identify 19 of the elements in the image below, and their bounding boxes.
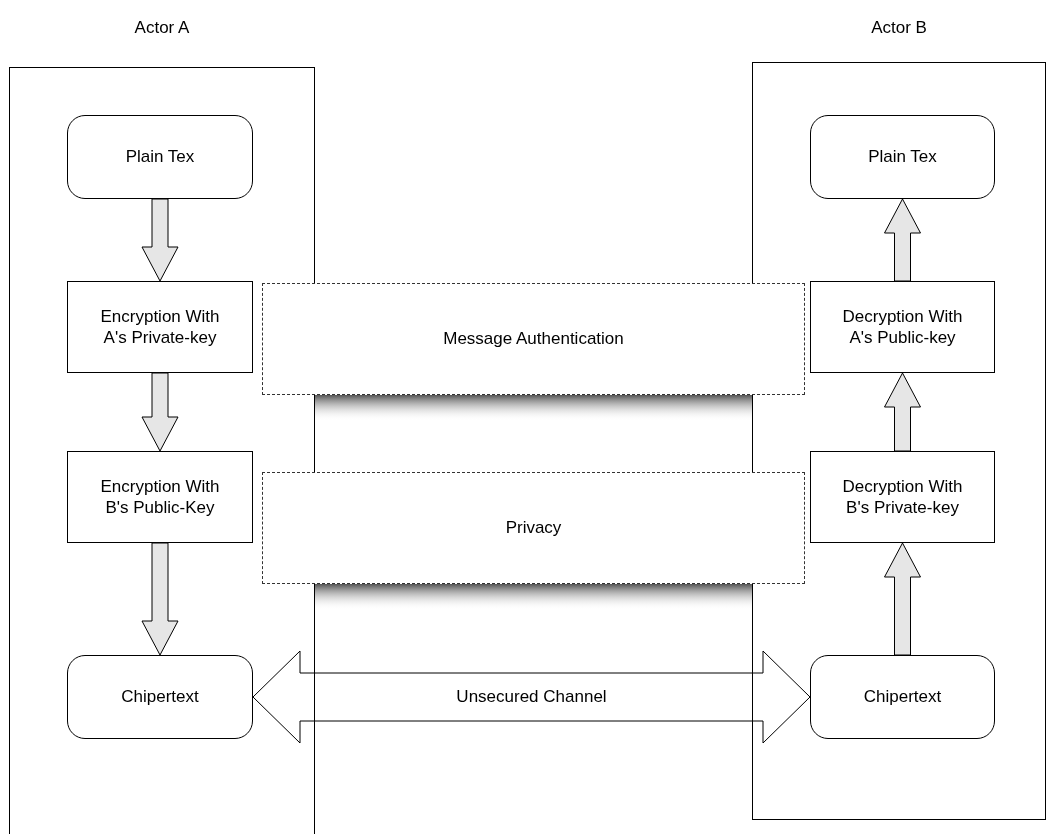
rounded-box: Plain Tex: [810, 115, 995, 199]
block-arrow: [884, 198, 921, 282]
block-arrow: [141, 542, 179, 656]
rounded-box: Chipertext: [67, 655, 253, 739]
rounded-box: Plain Tex: [67, 115, 253, 199]
process-box: Decryption With B's Private-key: [810, 451, 995, 543]
process-box: Encryption With B's Public-Key: [67, 451, 253, 543]
dashed-band: Privacy: [262, 472, 805, 584]
process-box: Encryption With A's Private-key: [67, 281, 253, 373]
block-arrow: [141, 372, 179, 452]
block-arrow: [884, 372, 921, 452]
block-arrow: [141, 198, 179, 282]
process-box: Decryption With A's Public-key: [810, 281, 995, 373]
lane-heading: Actor B: [871, 18, 927, 38]
double-arrow: [252, 650, 811, 744]
rounded-box: Chipertext: [810, 655, 995, 739]
dashed-band: Message Authentication: [262, 283, 805, 395]
lane-heading: Actor A: [134, 18, 190, 38]
block-arrow: [884, 542, 921, 656]
